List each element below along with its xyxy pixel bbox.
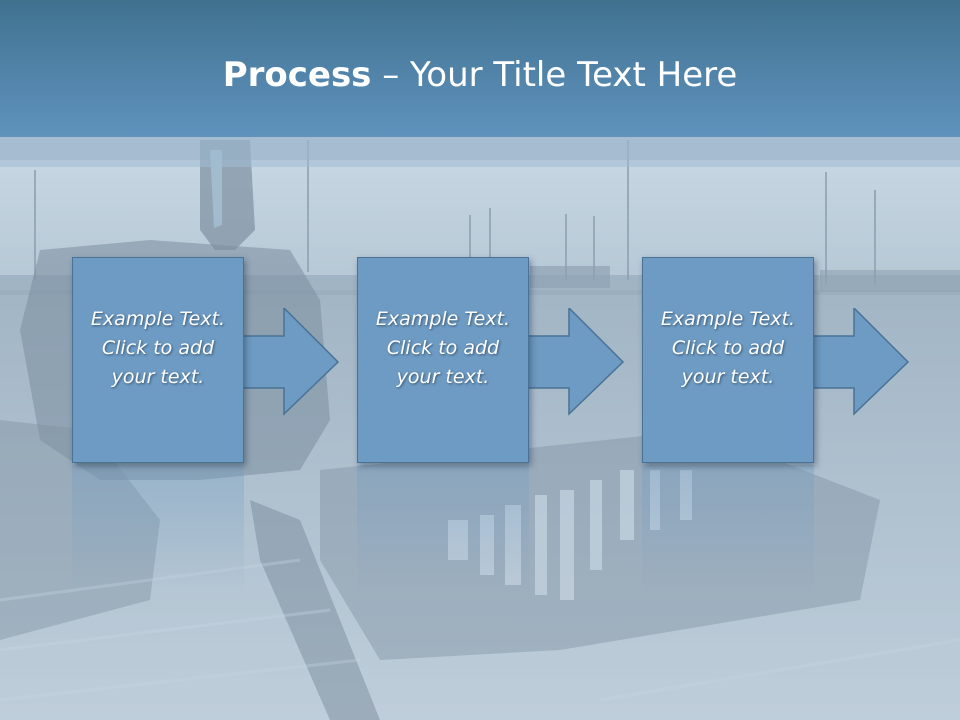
title-rest-part: – Your Title Text Here	[371, 55, 738, 95]
process-step-1[interactable]: Example Text. Click to add your text.	[72, 257, 244, 463]
title-strip	[0, 137, 960, 167]
step-2-text: Example Text. Click to add your text.	[375, 307, 511, 388]
title-band	[0, 0, 960, 137]
step-3-reflection	[642, 465, 814, 595]
step-3-text: Example Text. Click to add your text.	[660, 307, 796, 388]
arrow-2	[525, 308, 625, 416]
arrow-3	[810, 308, 910, 416]
slide-title[interactable]: Process – Your Title Text Here	[0, 52, 960, 98]
step-1-reflection	[72, 465, 244, 595]
arrow-1	[240, 308, 340, 416]
title-bold-part: Process	[222, 55, 372, 95]
step-2-reflection	[357, 465, 529, 595]
process-step-3[interactable]: Example Text. Click to add your text.	[642, 257, 814, 463]
process-step-2[interactable]: Example Text. Click to add your text.	[357, 257, 529, 463]
step-1-text: Example Text. Click to add your text.	[90, 307, 226, 388]
